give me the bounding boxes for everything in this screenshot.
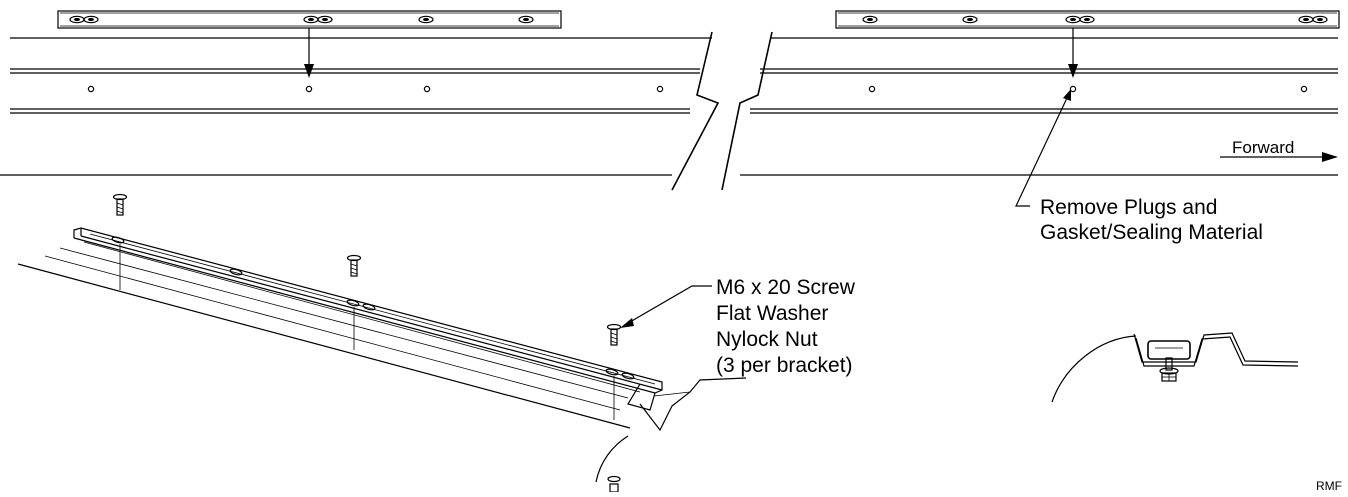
screw-label-line1: M6 x 20 Screw <box>716 276 856 299</box>
placement-arrow-right <box>1068 28 1078 78</box>
remove-plugs-label-line1: Remove Plugs and <box>1040 196 1217 219</box>
slot-pair <box>1065 15 1095 24</box>
plug-hole <box>1069 85 1077 93</box>
isometric-bracket <box>17 227 747 483</box>
plug-hole <box>656 85 664 93</box>
remove-plugs-label-line2: Gasket/Sealing Material <box>1040 221 1263 244</box>
screw-3 <box>606 323 622 346</box>
roof-panel-right-segment <box>740 37 1338 176</box>
break-lines <box>671 31 773 191</box>
slot <box>518 15 534 24</box>
slot-pair <box>1298 15 1328 24</box>
forward-label: Forward <box>1232 138 1294 157</box>
screw-1 <box>112 193 128 216</box>
forward-arrow-icon <box>1322 152 1338 162</box>
plug-hole <box>423 85 431 93</box>
screw-callout-leader <box>620 285 712 328</box>
drawing-code: RMF <box>1316 479 1342 492</box>
slot-pair <box>69 15 99 24</box>
slot <box>962 15 978 24</box>
remove-plugs-leader <box>1015 89 1071 207</box>
screw-label-line2: Flat Washer <box>716 302 828 325</box>
plug-hole <box>1300 85 1308 93</box>
washer-nut <box>607 475 621 493</box>
slot <box>862 15 878 24</box>
roof-panel-left-segment <box>0 37 712 176</box>
bracket-strip-left <box>57 10 562 29</box>
slot <box>418 15 434 24</box>
plug-hole <box>87 85 95 93</box>
bracket-strip-right <box>835 10 1340 29</box>
forward-indicator: Forward <box>1220 138 1338 162</box>
screw-2 <box>346 254 362 277</box>
screw-label-line4: (3 per bracket) <box>716 354 853 377</box>
plug-hole <box>868 85 876 93</box>
cross-section-detail <box>1051 332 1299 403</box>
plug-hole <box>305 85 313 93</box>
placement-arrow-left <box>304 28 314 78</box>
slot-pair <box>303 15 333 24</box>
screw-label-line3: Nylock Nut <box>716 328 818 351</box>
